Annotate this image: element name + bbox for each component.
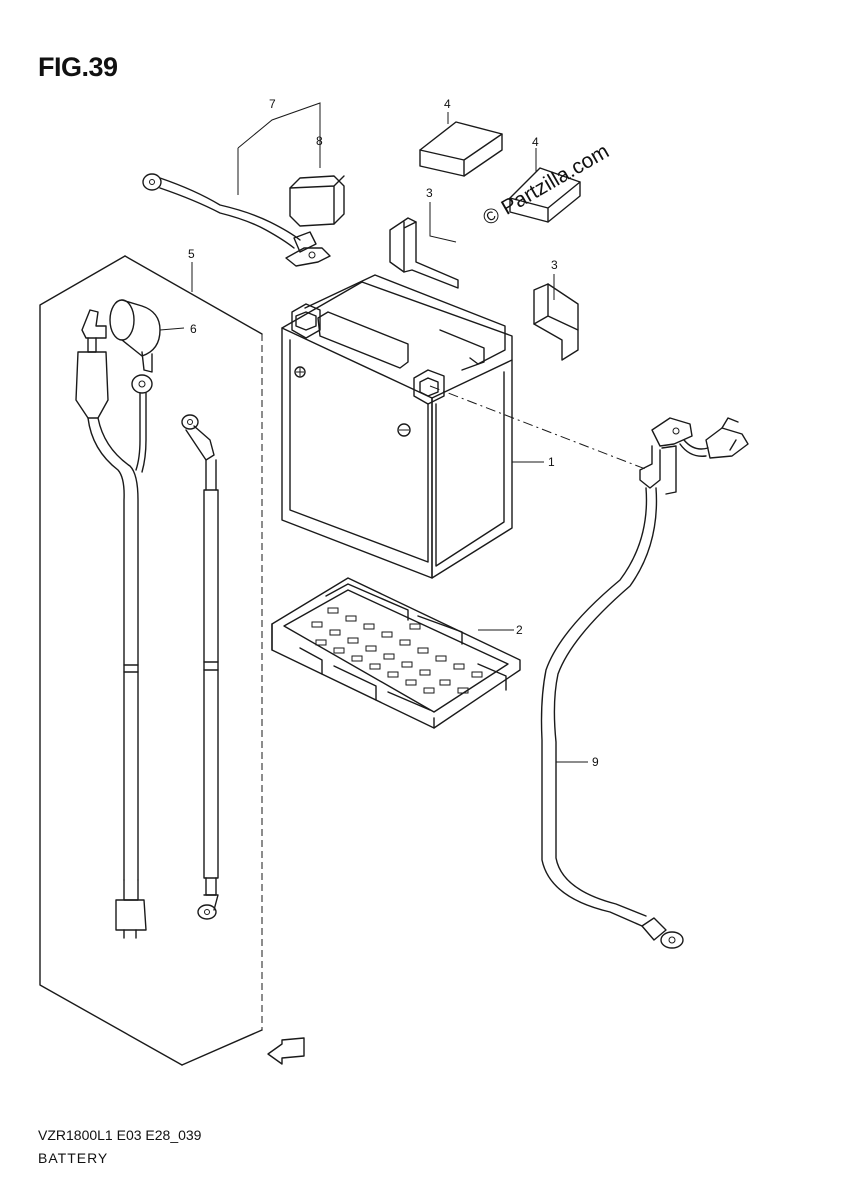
forward-direction-arrow: FWD — [267, 1037, 305, 1065]
callout-9: 9 — [592, 755, 599, 769]
negative-cable-routing-line — [429, 385, 649, 471]
callout-7: 7 — [269, 97, 276, 111]
callout-4-lower: 4 — [532, 135, 539, 149]
battery-pad-lower — [509, 148, 581, 223]
callout-4-upper: 4 — [444, 97, 451, 111]
battery-pad-upper — [419, 112, 503, 177]
watermark: © Partzilla.com — [479, 140, 613, 231]
buzzer-unit — [109, 299, 185, 373]
battery — [281, 274, 544, 579]
battery-tray — [271, 577, 521, 729]
harness-kit-outline — [39, 255, 263, 1066]
battery-bracket-lower — [533, 274, 579, 361]
figure-title: FIG.39 — [38, 52, 118, 82]
negative-cable — [540, 417, 749, 949]
terminal-cap — [289, 175, 345, 227]
callout-3-lower: 3 — [551, 258, 558, 272]
callout-3-upper: 3 — [426, 186, 433, 200]
callout-1: 1 — [548, 455, 555, 469]
callout-2: 2 — [516, 623, 523, 637]
callout-5: 5 — [188, 247, 195, 261]
model-code: VZR1800L1 E03 E28_039 — [38, 1127, 202, 1143]
positive-cable — [142, 173, 331, 267]
leader-7-8 — [237, 102, 321, 195]
figure-subtitle: BATTERY — [38, 1150, 109, 1166]
harness-wire-middle — [181, 414, 219, 920]
callout-8: 8 — [316, 134, 323, 148]
callout-6: 6 — [190, 322, 197, 336]
harness-wire-left — [75, 309, 153, 939]
battery-bracket-upper — [389, 202, 459, 289]
